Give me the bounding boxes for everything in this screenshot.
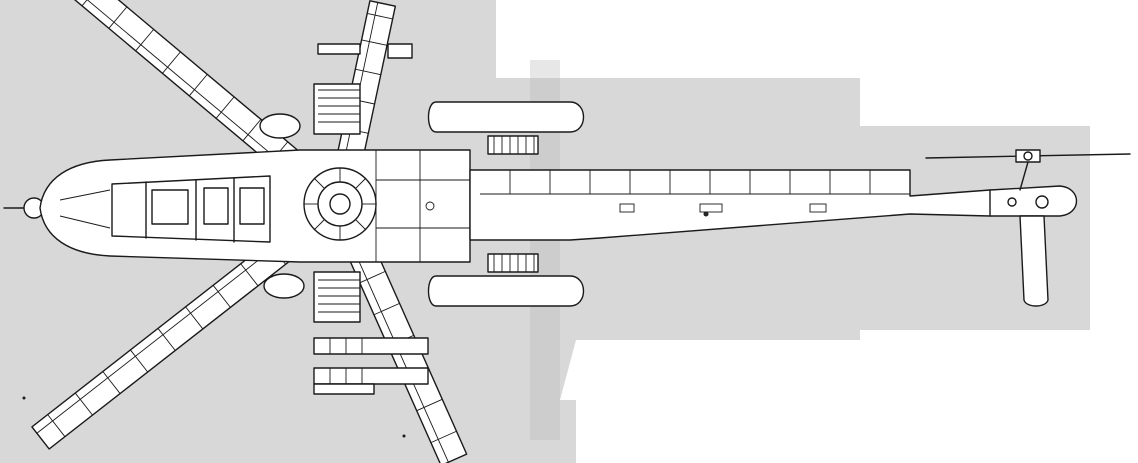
scan-specks: [22, 211, 709, 438]
tail-cone: [989, 185, 1077, 217]
canopy-frame: [59, 175, 271, 243]
fuselage: [3, 101, 585, 307]
nose-fuselage-outline: [39, 149, 471, 263]
rotor-hub: [303, 167, 377, 241]
engine-nacelle-upper: [427, 101, 585, 155]
horizontal-stabilizer: [1019, 215, 1049, 307]
rotor-blade-upper-left: [39, 0, 320, 190]
rocket-pods-lower: [313, 337, 429, 395]
engine-nacelle-lower: [427, 253, 585, 307]
scan-patch-right: [496, 78, 1090, 400]
stub-wing-upper: [313, 43, 413, 135]
landing-wheels: [259, 113, 305, 299]
stub-wing-lower: [313, 271, 361, 323]
tail-rotor: [925, 149, 1131, 191]
tail-boom-panels: [480, 170, 910, 213]
stub-wings: [259, 43, 429, 395]
fuselage-panel-lines: [375, 150, 470, 262]
tail-assembly: [925, 149, 1131, 307]
